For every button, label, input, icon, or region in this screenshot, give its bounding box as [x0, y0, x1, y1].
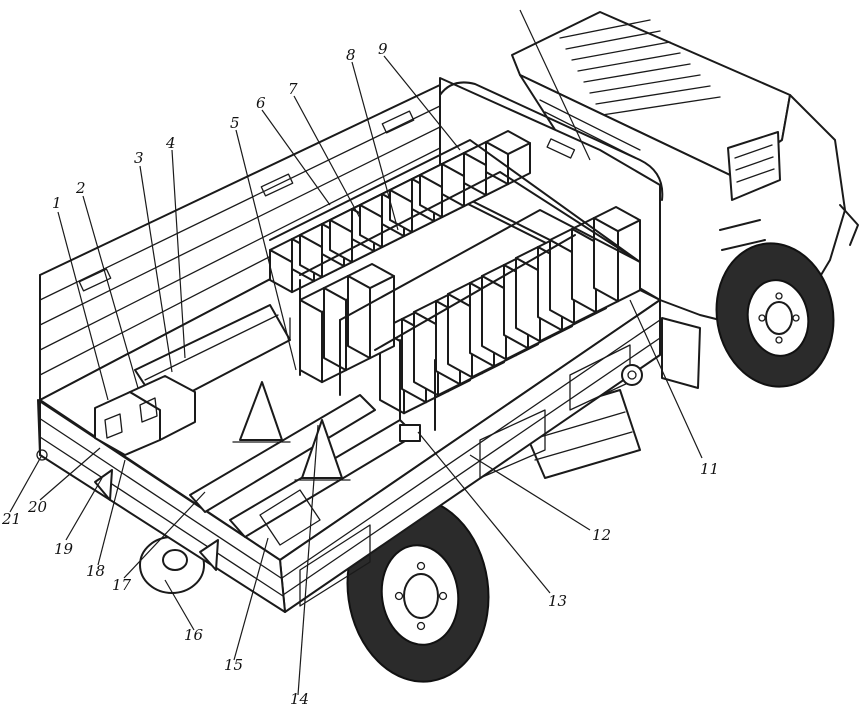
crate-stacks [269, 130, 641, 415]
crate-face [571, 228, 597, 314]
callout-14: 14 [290, 690, 309, 708]
cab-roof-slats [559, 19, 721, 116]
side-plank [39, 147, 441, 351]
crate-face [481, 275, 507, 361]
callout-21: 21 [1, 510, 21, 528]
callout-13: 13 [548, 592, 567, 610]
callout-9: 9 [378, 40, 388, 58]
roof-slat [577, 52, 681, 72]
leader-lines [9, 9, 703, 696]
callout-12: 12 [592, 526, 611, 544]
crate-side [617, 219, 641, 303]
callout-5: 5 [230, 114, 240, 132]
side-plank [39, 126, 441, 326]
callout-7: 7 [288, 80, 298, 98]
rear-equipment-boxes [94, 375, 196, 456]
cargo-straps [269, 139, 641, 431]
crate-face [347, 275, 371, 360]
roof-slat [559, 19, 651, 39]
callout-19: 19 [54, 540, 74, 558]
crate-face [299, 299, 323, 384]
mud-flap [661, 317, 701, 389]
roof-slat [589, 74, 701, 94]
cone-stops [232, 381, 351, 481]
callout-15: 15 [224, 656, 243, 674]
roof-slat [583, 63, 691, 83]
bed-arch [439, 81, 664, 201]
callout-20: 20 [27, 498, 48, 516]
roof-slat [565, 30, 661, 50]
callout-4: 4 [165, 134, 176, 152]
callout-3: 3 [134, 149, 144, 167]
callout-2: 2 [75, 179, 86, 197]
crate-side [507, 142, 531, 186]
crate-face [323, 287, 347, 372]
callout-6: 6 [256, 94, 266, 112]
roof-slat [595, 85, 711, 105]
callout-17: 17 [112, 576, 132, 594]
roof-slat [601, 96, 721, 116]
callout-1: 1 [52, 194, 62, 212]
callout-11: 11 [700, 460, 719, 478]
front-wheel [715, 242, 835, 388]
crate-face [515, 257, 541, 343]
crate-side [369, 275, 395, 360]
callout-labels: 1 2 3 4 5 6 7 8 9 11 12 13 14 15 16 17 1… [1, 40, 719, 708]
crate-face [549, 239, 575, 325]
callout-16: 16 [184, 626, 204, 644]
callout-8: 8 [346, 46, 356, 64]
roof-slat [571, 41, 671, 61]
callout-18: 18 [86, 562, 105, 580]
cab-window [727, 131, 781, 201]
